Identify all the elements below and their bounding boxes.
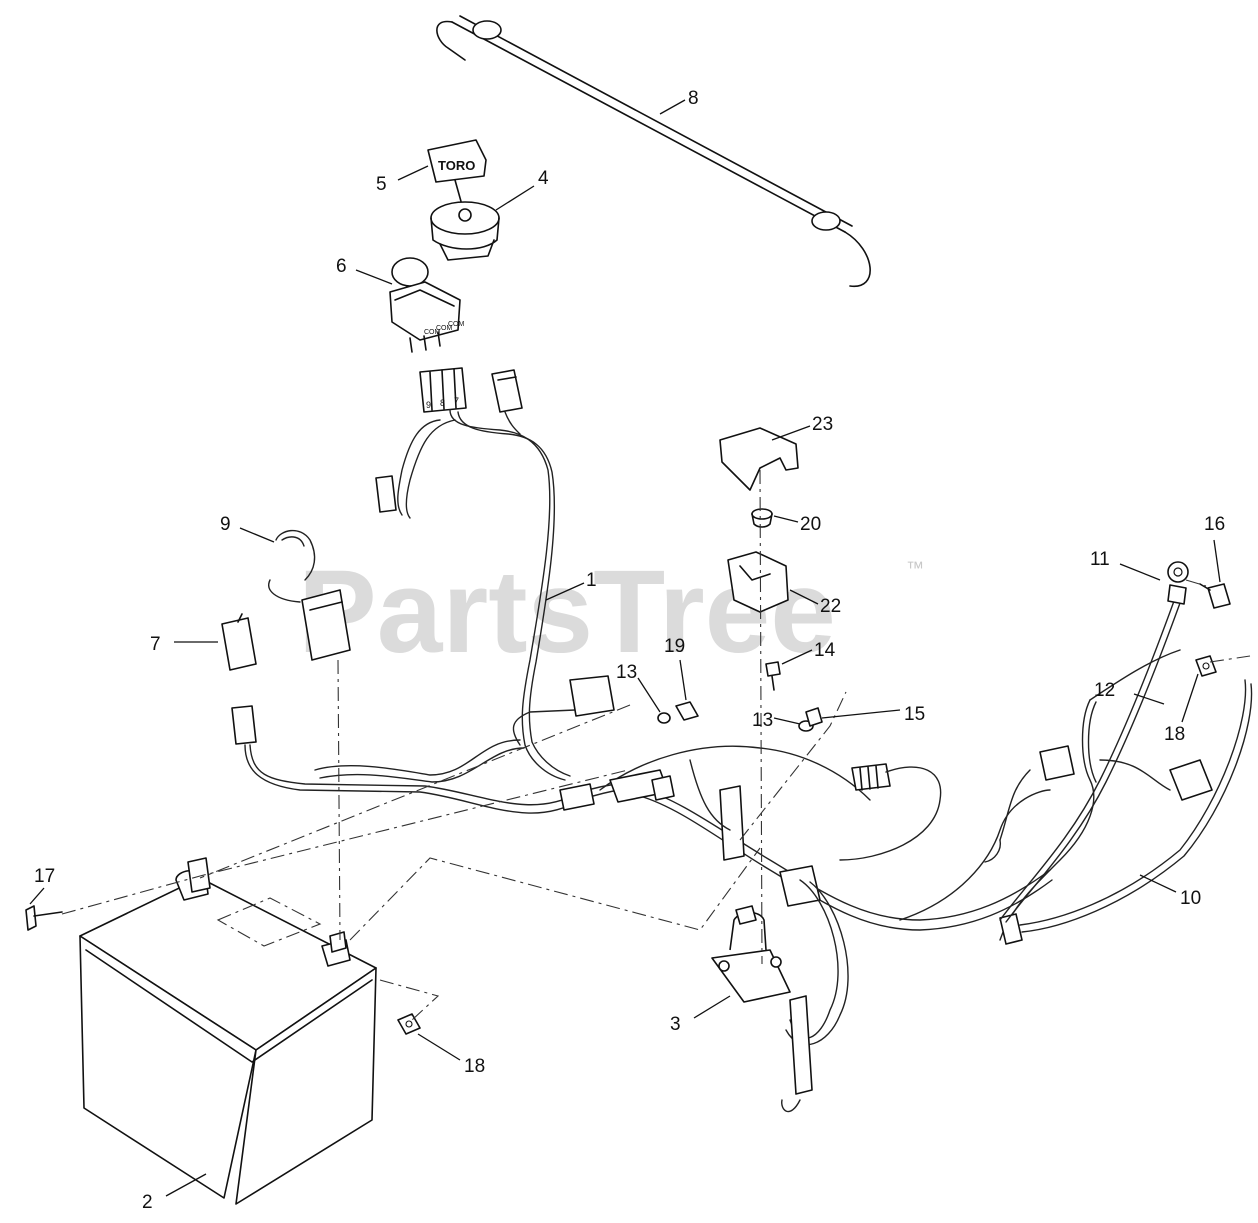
callout-12: 12 [1094,680,1115,701]
callout-14: 14 [814,640,836,661]
part-19-nut [675,701,699,721]
callout-10: 10 [1180,888,1201,909]
alignment-lines [61,469,1251,1021]
callout-16: 16 [1204,514,1225,535]
callout-13-right: 13 [752,710,773,731]
callout-23: 23 [812,414,833,435]
callout-5: 5 [376,174,387,195]
part-14-screw [765,661,781,691]
part-8-rod [436,15,871,287]
watermark-trademark: ™ [906,558,924,578]
callout-18-lower: 18 [464,1056,485,1077]
connector-text-9: 9 [426,400,431,410]
part-23-cover [719,427,799,491]
callout-7: 7 [150,634,161,655]
callout-22: 22 [820,596,841,617]
part-5-key: TORO [427,139,487,206]
right-harness-branch [899,745,1213,921]
part-4-ignition-switch [430,201,500,261]
part-18-nut-lower [397,1013,421,1035]
part-9-relay-cable [268,529,351,661]
callout-17: 17 [34,866,55,887]
callout-11: 11 [1090,549,1110,570]
part-20-spacer [751,508,773,528]
callout-20: 20 [800,514,821,535]
callout-8: 8 [688,88,699,109]
part-16-bolt [1199,583,1231,609]
part-1-wire-harness [231,409,1053,1113]
callout-4: 4 [538,168,549,189]
callout-18-right: 18 [1164,724,1185,745]
ignition-connector [491,369,523,413]
callout-3: 3 [670,1014,681,1035]
key-tag-text: TORO [438,158,475,173]
part-3-solenoid [711,905,791,1003]
callout-1: 1 [586,570,597,591]
callout-6: 6 [336,256,347,277]
switch-text-3: COM [448,321,465,328]
pto-connector: 9 8 7 [419,367,467,413]
callout-2: 2 [142,1192,153,1213]
part-18-nut-upper [1195,655,1217,677]
callout-9: 9 [220,514,231,535]
callout-13-left: 13 [616,662,637,683]
part-6-pto-switch: COM COM COM [389,257,465,353]
callout-15: 15 [904,704,925,725]
part-7-relay [221,613,257,671]
switch-text-2: COM [436,325,453,332]
callouts: 1 2 3 4 5 6 7 8 9 10 11 12 13 13 14 15 1 [29,88,1225,1213]
part-2-battery [79,857,377,1205]
connector-text-7: 7 [454,396,459,406]
switch-text-1: COM [424,329,441,336]
part-15-bolt [805,707,823,727]
part-13-washer-left [657,712,671,724]
part-22-holder [727,551,789,613]
part-10-cable [999,679,1253,945]
connector-text-8: 8 [440,398,445,408]
part-17-bolt [25,905,63,931]
callout-19: 19 [664,636,685,657]
part-11-ground-cable [999,561,1189,923]
